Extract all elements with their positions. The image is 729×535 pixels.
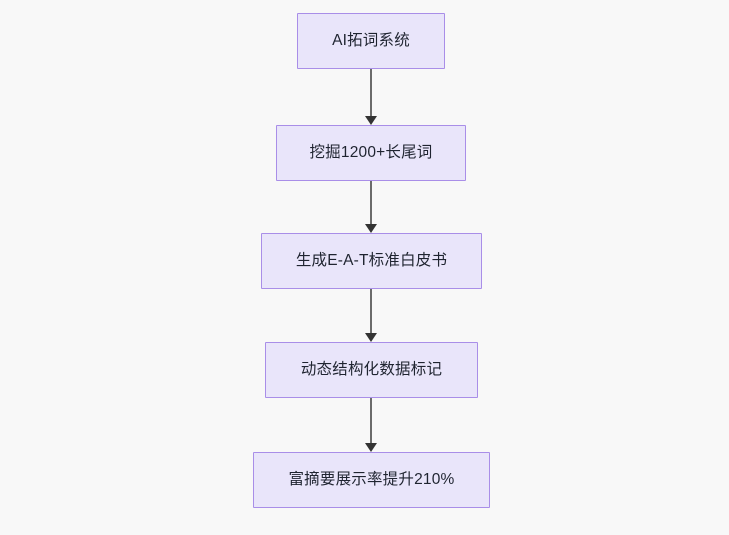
flow-connector-arrow [361, 181, 381, 233]
flow-node-label: 挖掘1200+长尾词 [309, 144, 433, 162]
flow-node-1[interactable]: AI拓词系统 [297, 13, 445, 69]
flow-node-label: 生成E-A-T标准白皮书 [295, 252, 448, 270]
flow-node-label: AI拓词系统 [332, 32, 410, 50]
flow-node-label: 动态结构化数据标记 [300, 361, 443, 379]
flow-node-2[interactable]: 挖掘1200+长尾词 [276, 125, 466, 181]
flow-connector-arrow [361, 69, 381, 125]
flow-node-5[interactable]: 富摘要展示率提升210% [253, 452, 490, 508]
flow-connector-arrow [361, 398, 381, 452]
flow-node-3[interactable]: 生成E-A-T标准白皮书 [261, 233, 482, 289]
flow-connector-arrow [361, 289, 381, 342]
flow-node-4[interactable]: 动态结构化数据标记 [265, 342, 478, 398]
flow-node-label: 富摘要展示率提升210% [288, 471, 455, 489]
